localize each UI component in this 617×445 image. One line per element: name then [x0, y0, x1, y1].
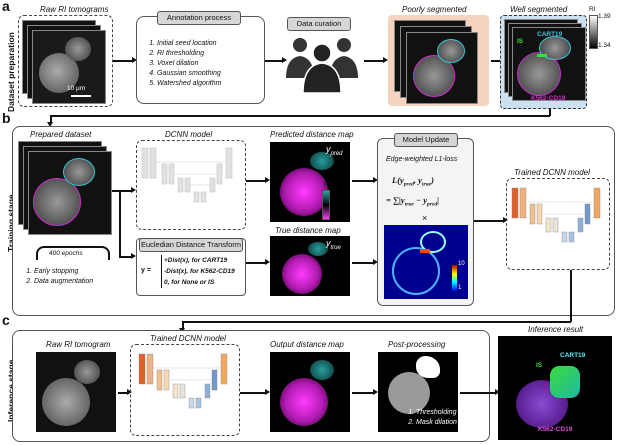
- output-map-title: Output distance map: [270, 340, 344, 349]
- output-distance-map: [270, 352, 350, 432]
- raw-tomograms-frame: [18, 15, 113, 107]
- raw-tomogram-title: Raw RI tomogram: [46, 340, 111, 349]
- predicted-map-title: Predicted distance map: [270, 130, 354, 139]
- training-step: Early stopping: [34, 267, 93, 277]
- stage-label-dataset: Dataset preparation: [6, 32, 16, 112]
- weight-colorbar: [452, 265, 457, 291]
- trained-model-c-title: Trained DCNN model: [150, 334, 226, 343]
- loss-rhs: = ∑|ytrue − ypred|: [386, 195, 440, 208]
- result-label-cart19: CART19: [560, 352, 586, 359]
- post-steps: Thresholding Mask dilation: [404, 408, 457, 428]
- annotation-step: Voxel dilation: [157, 59, 221, 69]
- dcnn-model-box: [136, 140, 246, 230]
- edt-cases: +Dist(x), for CART19 -Dist(x), for K562-…: [161, 255, 235, 288]
- model-update-box: Model Update Edge-weighted L1-loss L(ypr…: [377, 133, 474, 306]
- ri-label: RI: [589, 6, 596, 13]
- pred-symbol: ypred: [326, 144, 343, 157]
- ri-colorbar: [589, 15, 598, 49]
- epochs-label: 400 epochs: [47, 250, 85, 257]
- cb-max: 10: [330, 186, 338, 193]
- effector-cell: [65, 37, 91, 61]
- training-steps: Early stopping Data augmentation: [22, 267, 93, 287]
- panel-label-c: c: [2, 312, 10, 328]
- distance-colorbar: [322, 190, 330, 220]
- label-k562: K562-CD19: [531, 95, 566, 102]
- w-max: 10: [458, 261, 465, 267]
- edt-y: y =: [141, 267, 151, 274]
- trained-unet-c-diagram: [138, 353, 228, 409]
- annotation-box: Annotation process Initial seed location…: [136, 11, 265, 104]
- post-processing-title: Post-processing: [388, 340, 446, 349]
- people-icon: [286, 38, 358, 93]
- true-symbol: ytrue: [326, 238, 341, 251]
- loss-lhs: L(ypred, ytrue): [392, 175, 434, 188]
- trained-unet-diagram: [511, 187, 601, 243]
- trained-model-box: [506, 178, 610, 270]
- annotation-step: Gaussian smoothing: [157, 69, 221, 79]
- poorly-segmented-title: Poorly segmented: [402, 5, 467, 14]
- annotation-step: Initial seed location: [157, 39, 221, 49]
- true-map-title: True distance map: [275, 226, 341, 235]
- post-step: Mask dilation: [416, 418, 457, 428]
- raw-tomogram-image: 10 μm: [32, 30, 106, 104]
- dcnn-model-title: DCNN model: [165, 130, 213, 139]
- inference-result-render: CART19 IS K562-CD19: [498, 336, 612, 440]
- annotation-step: RI thresholding: [157, 49, 221, 59]
- result-label-is: IS: [536, 362, 543, 369]
- inference-result-title: Inference result: [528, 325, 584, 334]
- edt-header: Eucledian Distance Transform: [139, 238, 243, 252]
- annotation-step: Watershed algorithm: [157, 79, 221, 89]
- edge-weight-map: 10 1: [384, 225, 468, 299]
- raw-tomograms-title: Raw RI tomograms: [40, 5, 109, 14]
- true-distance-map: ytrue: [270, 236, 350, 296]
- result-label-k562: K562-CD19: [538, 426, 573, 433]
- scale-label: 10 μm: [67, 85, 86, 92]
- label-cart19: CART19: [537, 31, 563, 38]
- raw-tomogram-c: [36, 352, 116, 432]
- w-min: 1: [458, 285, 462, 291]
- unit-label: μm: [324, 180, 334, 187]
- cb-min: 0: [330, 212, 334, 219]
- scale-bar: [71, 95, 91, 97]
- annotation-steps: Initial seed location RI thresholding Vo…: [145, 39, 221, 89]
- trained-model-c-box: [130, 344, 240, 436]
- unet-diagram: [141, 147, 233, 203]
- times-sign: ×: [422, 213, 428, 223]
- well-segmented-image: [512, 27, 586, 101]
- ri-max: 1.39: [598, 13, 611, 20]
- panel-label-b: b: [2, 110, 11, 126]
- poorly-segmented-image: [406, 32, 478, 104]
- loss-title: Edge-weighted L1-loss: [386, 156, 458, 163]
- prepared-dataset-title: Prepared dataset: [30, 130, 92, 139]
- post-step: Thresholding: [416, 408, 457, 418]
- edt-box: Eucledian Distance Transform y = +Dist(x…: [136, 238, 246, 296]
- prepared-dataset-image: [28, 151, 112, 235]
- predicted-distance-map: ypred: [270, 142, 350, 222]
- label-is: IS: [517, 38, 524, 45]
- model-update-header: Model Update: [394, 133, 458, 147]
- training-step: Data augmentation: [34, 277, 93, 287]
- panel-label-a: a: [2, 0, 10, 14]
- post-processing-mask: Thresholding Mask dilation: [378, 352, 458, 432]
- epoch-loop-icon: [36, 246, 110, 260]
- annotation-header: Annotation process: [157, 11, 241, 25]
- trained-model-title: Trained DCNN model: [514, 168, 590, 177]
- ri-min: 1.34: [598, 42, 611, 49]
- curation-header: Data curation: [287, 17, 351, 31]
- well-segmented-title: Well segmented: [510, 5, 568, 14]
